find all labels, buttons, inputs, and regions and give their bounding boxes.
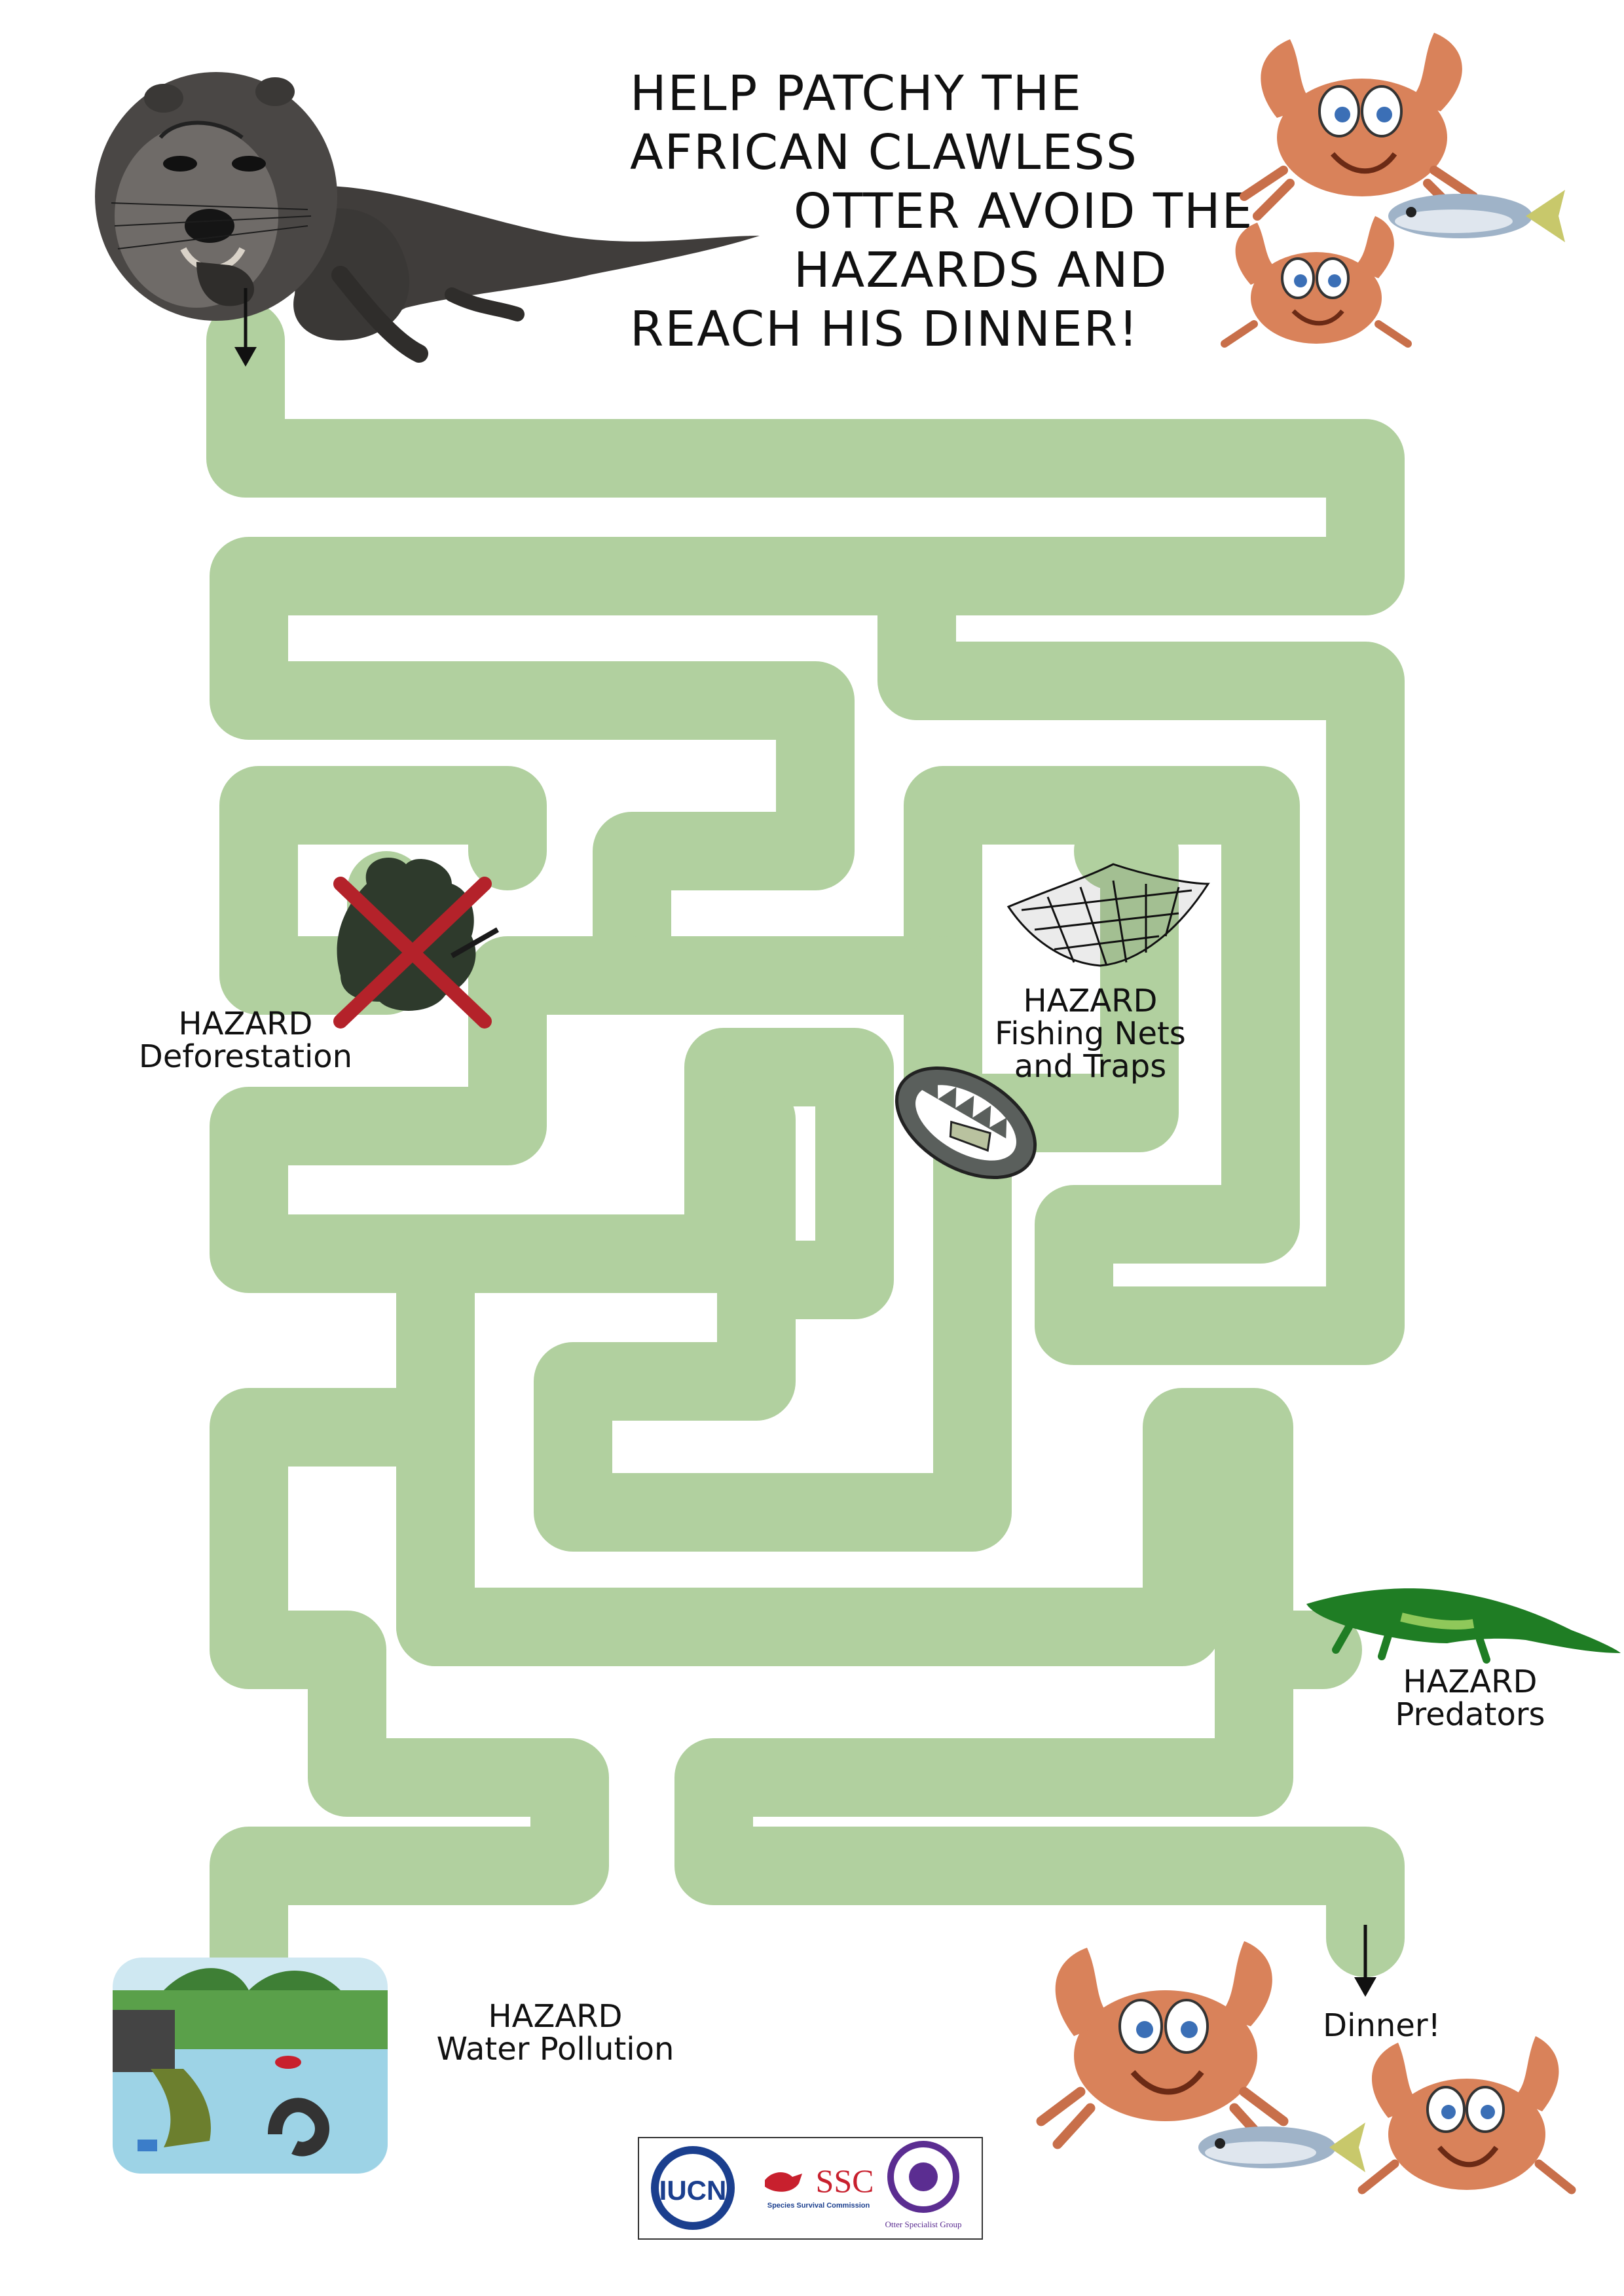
fish-icon bbox=[1388, 190, 1565, 242]
iucn-logo: IUCN bbox=[651, 2146, 735, 2230]
deforestation-hazard: HAZARD Deforestation bbox=[139, 858, 499, 1075]
logo-strip: IUCN SSC Species Survival Commission Ott… bbox=[638, 2137, 983, 2240]
globe-icon bbox=[909, 2162, 938, 2191]
ssc-subtitle: Species Survival Commission bbox=[767, 2202, 870, 2210]
maze-path-main bbox=[206, 301, 1405, 1365]
deforestation-heading: HAZARD bbox=[179, 1006, 313, 1042]
predators-hazard: HAZARD Predators bbox=[1306, 1588, 1621, 1733]
ssc-text: SSC bbox=[816, 2162, 874, 2199]
predators-heading: HAZARD bbox=[1403, 1664, 1538, 1700]
fishing-net-icon bbox=[1006, 863, 1210, 967]
fishing-net-hazard: HAZARD Fishing Nets and Traps bbox=[995, 863, 1210, 1085]
ssc-logo: SSC Species Survival Commission bbox=[765, 2162, 874, 2210]
title-line-5: REACH HIS DINNER! bbox=[630, 301, 1139, 357]
otter-icon bbox=[95, 72, 760, 363]
pollution-hazard: HAZARD Water Pollution bbox=[113, 1958, 674, 2174]
crocodile-icon bbox=[1306, 1588, 1621, 1664]
maze-path-lower bbox=[210, 1388, 609, 2010]
fishing-label-line2: and Traps bbox=[1014, 1048, 1166, 1085]
pollution-heading: HAZARD bbox=[489, 1998, 623, 2035]
hazard-cross bbox=[333, 877, 492, 1029]
crab-icon bbox=[1036, 1941, 1289, 2149]
pollution-scene-icon bbox=[113, 1958, 388, 2174]
deforestation-label: Deforestation bbox=[139, 1038, 352, 1075]
maze bbox=[206, 301, 1405, 2010]
maze-path-bottom bbox=[674, 1611, 1405, 1977]
predators-label: Predators bbox=[1395, 1696, 1545, 1733]
crab-icon bbox=[1221, 216, 1412, 348]
down-arrow-icon bbox=[1354, 1977, 1376, 1997]
title-line-4: HAZARDS AND bbox=[794, 242, 1168, 299]
goal-label: Dinner! bbox=[1323, 2007, 1441, 2044]
osg-subtitle: Otter Specialist Group bbox=[885, 2219, 962, 2229]
trap-icon bbox=[895, 1066, 1037, 1180]
title-line-1: HELP PATCHY THE bbox=[630, 65, 1082, 122]
down-arrow-icon bbox=[234, 347, 257, 367]
title-line-3: OTTER AVOID THE bbox=[794, 183, 1253, 240]
title-line-2: AFRICAN CLAWLESS bbox=[630, 124, 1138, 181]
ssc-animal-icon bbox=[765, 2172, 802, 2192]
goal: Dinner! bbox=[1323, 1925, 1441, 2044]
fishing-label-line1: Fishing Nets bbox=[995, 1015, 1186, 1052]
osg-logo: Otter Specialist Group bbox=[885, 2141, 962, 2229]
pollution-label: Water Pollution bbox=[437, 2031, 674, 2068]
title: HELP PATCHY THE AFRICAN CLAWLESS OTTER A… bbox=[630, 65, 1253, 357]
fish-icon bbox=[1198, 2123, 1365, 2172]
crab-icon bbox=[1240, 33, 1478, 221]
crab-icon bbox=[1357, 2036, 1576, 2195]
iucn-text: IUCN bbox=[659, 2175, 727, 2206]
maze-path-inner bbox=[534, 1074, 1012, 1552]
start-arrow bbox=[234, 288, 257, 367]
fishing-heading: HAZARD bbox=[1024, 983, 1158, 1019]
